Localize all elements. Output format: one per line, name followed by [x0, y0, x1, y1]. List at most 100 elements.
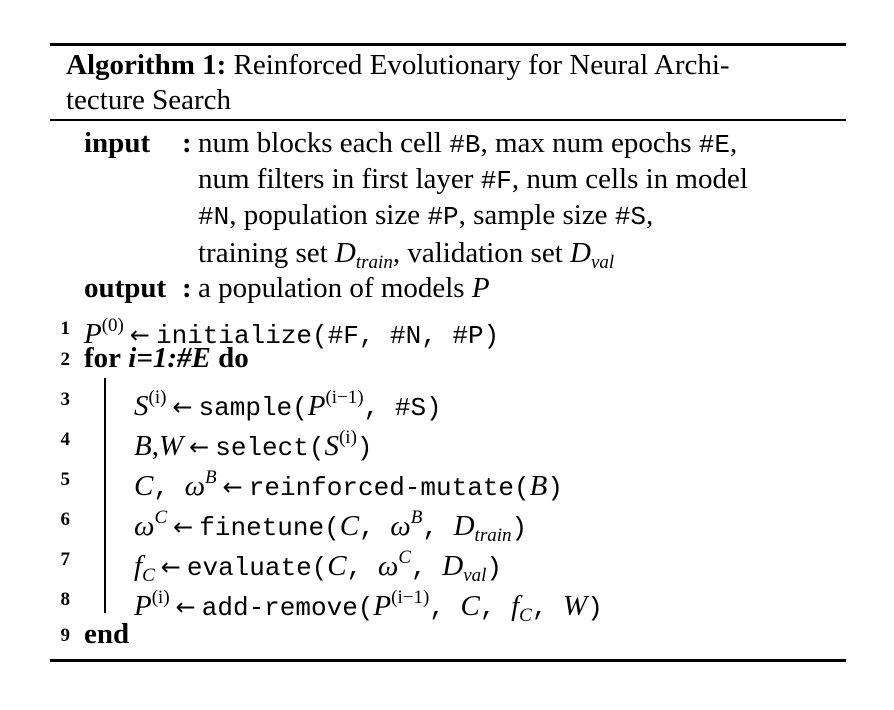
math-var: ω: [184, 470, 206, 502]
loop-range: i=1:#E: [128, 342, 211, 374]
input-var: #B: [449, 130, 481, 160]
algorithm-line-1: P(0)←initialize(#F, #N, #P): [84, 306, 499, 356]
algorithm-line-6: ωC←finetune(C, ωB, Dtrain): [134, 498, 527, 556]
math-var: W: [158, 430, 184, 462]
output-label: output: [84, 272, 167, 304]
math-var: P: [471, 272, 490, 304]
math-superscript: (i−1): [325, 387, 364, 408]
math-var: P: [84, 318, 102, 350]
keyword: end: [84, 618, 130, 650]
math-subscript: C: [519, 605, 532, 626]
math-var: B: [134, 430, 152, 462]
math-var: D: [570, 237, 591, 269]
algorithm-title-line2: tecture Search: [66, 84, 232, 116]
input-text: , validation set: [392, 237, 571, 269]
input-var: #F: [480, 166, 512, 196]
algorithm-caption: Algorithm 1: Reinforced Evolutionary for…: [66, 48, 836, 118]
punct: ,: [359, 513, 391, 543]
math-var: D: [453, 510, 475, 542]
algorithm-line-9: end: [84, 614, 129, 654]
input-line-1: num blocks each cell #B, max num epochs …: [198, 125, 737, 163]
math-superscript: C: [398, 547, 412, 568]
math-var: P: [373, 590, 392, 622]
code-call: ): [587, 593, 603, 623]
input-text: num blocks each cell: [198, 127, 450, 159]
math-var: B: [529, 470, 548, 502]
math-subscript: train: [355, 252, 393, 273]
input-text: , population size: [229, 199, 428, 231]
math-var: D: [442, 550, 464, 582]
math-subscript: train: [474, 525, 512, 546]
code-call: finetune(: [199, 513, 340, 543]
math-superscript: (i): [148, 387, 167, 408]
code-call: ): [511, 513, 528, 543]
algorithm-line-5: C, ωB←reinforced-mutate(B): [134, 458, 563, 508]
loop-body-bar: [104, 378, 106, 613]
math-var: P: [307, 390, 326, 422]
code-call: reinforced-mutate(: [248, 473, 530, 503]
math-superscript: (i): [151, 587, 170, 608]
code-call: initialize(#F, #N, #P): [155, 321, 500, 351]
punct: ,: [151, 430, 159, 462]
mid-rule: [50, 119, 846, 121]
assign-arrow: ←: [160, 553, 181, 581]
math-superscript: C: [154, 507, 168, 528]
input-label: input: [84, 127, 151, 159]
punct: ,: [531, 593, 564, 623]
code-call: ): [486, 553, 503, 583]
math-var: C: [327, 550, 347, 582]
math-superscript: (i): [338, 427, 357, 448]
assign-arrow: ←: [175, 593, 196, 621]
input-line-3: #N, population size #P, sample size #S,: [198, 197, 653, 235]
code-call: , #S): [363, 393, 442, 423]
line-number: 7: [60, 549, 71, 570]
math-var: C: [134, 470, 154, 502]
output-colon: :: [182, 272, 192, 304]
assign-arrow: ←: [189, 433, 210, 461]
algorithm-line-2: for i=1:#E do: [84, 338, 249, 378]
math-var: ω: [134, 510, 155, 542]
math-superscript: (i−1): [391, 587, 430, 608]
math-superscript: (0): [101, 315, 124, 336]
input-text: num filters in first layer: [198, 163, 481, 195]
punct: ,: [153, 473, 185, 503]
code-call: select(: [215, 433, 325, 463]
input-var: #N: [198, 202, 230, 232]
math-var: S: [134, 390, 149, 422]
algorithm-title-line1: Reinforced Evolutionary for Neural Archi…: [233, 49, 730, 81]
math-var: P: [134, 590, 152, 622]
math-var: C: [460, 590, 480, 622]
algorithm-line-4: B,W←select(S(i)): [134, 418, 373, 468]
algorithm-line-7: fC←evaluate(C, ωC, Dval): [134, 538, 502, 596]
line-number: 8: [60, 589, 71, 610]
code-call: sample(: [198, 393, 308, 423]
input-line-4: training set Dtrain, validation set Dval: [198, 235, 614, 281]
assign-arrow: ←: [222, 473, 243, 501]
bottom-rule: [50, 659, 846, 662]
assign-arrow: ←: [172, 393, 193, 421]
code-call: ): [356, 433, 373, 463]
line-number: 5: [60, 469, 71, 490]
punct: ,: [429, 593, 461, 623]
line-number: 9: [60, 625, 71, 646]
punct: ,: [346, 553, 378, 583]
input-var: #P: [427, 202, 459, 232]
input-text: , num cells in model: [511, 163, 748, 195]
assign-arrow: ←: [129, 321, 150, 349]
math-subscript: val: [590, 252, 615, 273]
algorithm-line-8: P(i)←add-remove(P(i−1), C, fC, W): [134, 578, 603, 636]
code-call: ): [547, 473, 563, 503]
input-var: #E: [698, 130, 730, 160]
punct: ,: [479, 593, 512, 623]
input-line-2: num filters in first layer #F, num cells…: [198, 161, 748, 199]
code-call: add-remove(: [201, 593, 374, 623]
input-text: training set: [198, 237, 335, 269]
code-call: evaluate(: [186, 553, 328, 583]
line-number: 3: [60, 389, 71, 410]
math-var: D: [334, 237, 356, 269]
keyword: for: [84, 342, 122, 374]
math-subscript: val: [463, 565, 487, 586]
math-superscript: B: [410, 507, 423, 528]
math-var: f: [511, 590, 520, 622]
input-text: , max num epochs: [480, 127, 699, 159]
